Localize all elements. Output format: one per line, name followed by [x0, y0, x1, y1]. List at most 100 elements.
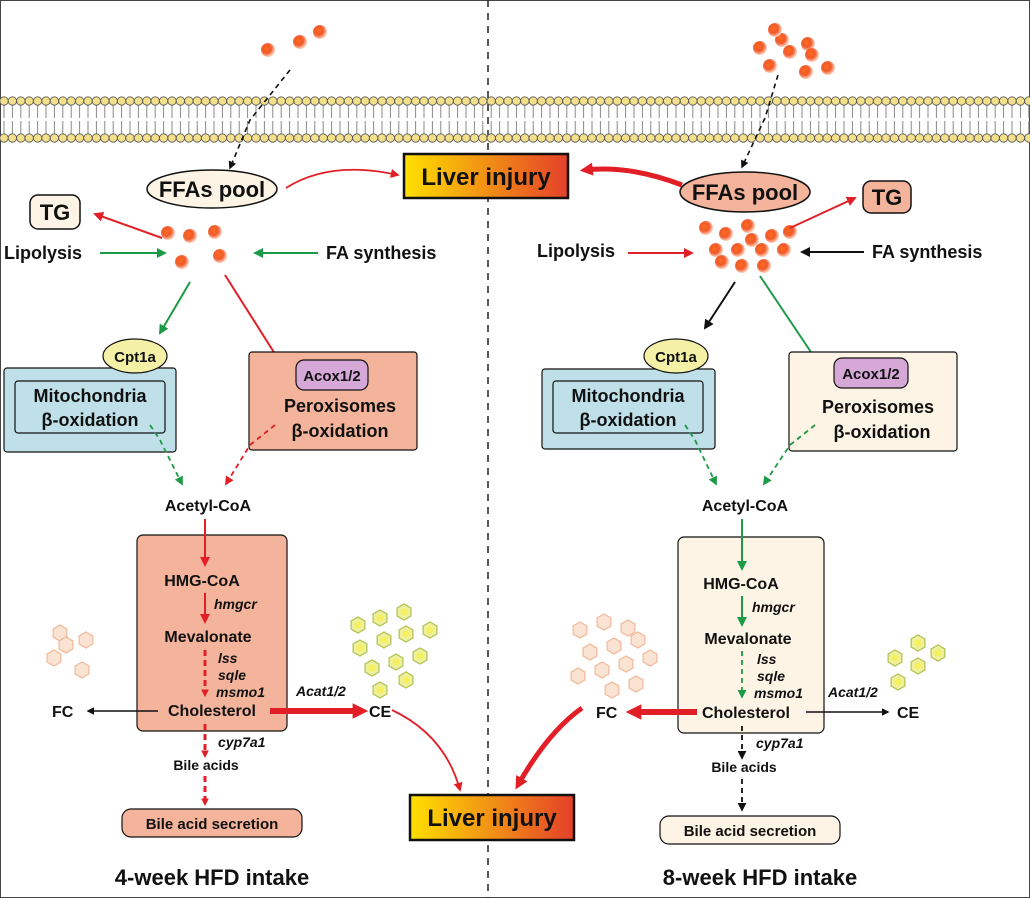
membrane-head — [805, 96, 816, 106]
peroxisomes-beta-label-right: β-oxidation — [834, 422, 931, 442]
arrow-to-mitochondria-left — [158, 281, 191, 335]
mitochondria-label-left: Mitochondria — [34, 386, 148, 406]
ffas-pool-right — [679, 171, 811, 213]
fc-label-right: FC — [596, 705, 618, 722]
membrane-head — [982, 96, 992, 106]
mevalonate-label-left: Mevalonate — [164, 629, 251, 646]
membrane-head — [780, 133, 790, 143]
left-panel: FFAs pool TG Lipolysis FA synthesis Mito… — [3, 69, 463, 890]
msmo1-label-left: msmo1 — [216, 684, 265, 700]
membrane-head — [226, 96, 236, 106]
membrane-head — [612, 96, 622, 106]
membrane-head — [419, 96, 429, 106]
membrane-head — [159, 133, 169, 143]
mitochondria-inner-right — [552, 380, 704, 434]
membrane-head — [301, 133, 311, 143]
ffa-droplet — [783, 225, 797, 239]
membrane-head — [872, 133, 883, 143]
ffa-uptake-arrow-left — [228, 69, 291, 170]
membrane-head — [83, 96, 93, 106]
membrane-head — [444, 96, 454, 106]
membrane-head — [998, 96, 1009, 106]
lipolysis-label-left: Lipolysis — [4, 243, 82, 263]
membrane-head — [620, 133, 631, 143]
membrane-head — [772, 96, 782, 106]
membrane-head — [478, 96, 488, 106]
membrane-head — [32, 133, 43, 143]
membrane-head — [326, 133, 337, 143]
membrane-head — [385, 133, 395, 143]
membrane-head — [746, 133, 757, 143]
membrane-head — [1024, 96, 1030, 106]
hexagon-molecule — [582, 643, 598, 661]
membrane-head — [494, 133, 505, 143]
membrane-head — [117, 133, 127, 143]
arrow-to-mitochondria-right — [703, 281, 736, 330]
membrane-head — [881, 133, 891, 143]
membrane-head — [201, 96, 211, 106]
ffa-droplet — [161, 226, 175, 240]
hexagon-core — [914, 662, 922, 670]
membrane-head — [553, 133, 564, 143]
membrane-head — [209, 96, 219, 106]
ffa-droplet — [757, 259, 771, 273]
membrane-head — [452, 96, 463, 106]
membrane-head — [587, 133, 597, 143]
membrane-head — [75, 133, 85, 143]
hexagon-core — [426, 626, 434, 634]
membrane-head — [217, 96, 227, 106]
hexagon-core — [894, 678, 902, 686]
membrane-head — [251, 133, 261, 143]
membrane-head — [595, 133, 606, 143]
membrane-head — [940, 133, 950, 143]
membrane-head — [536, 96, 547, 106]
bile-acids-label-left: Bile acids — [173, 757, 239, 773]
hexagon-molecule — [74, 661, 90, 679]
hexagon-molecule — [46, 649, 62, 667]
hexagon-molecule — [606, 637, 622, 655]
membrane-head — [923, 133, 933, 143]
membrane-head — [772, 133, 782, 143]
membrane-head — [461, 133, 471, 143]
membrane-head — [696, 133, 706, 143]
membrane-head — [604, 96, 614, 106]
ffa-droplet — [745, 233, 759, 247]
membrane-head — [32, 96, 43, 106]
cholesterol-synthesis-box-left — [136, 534, 288, 732]
membrane-head — [797, 133, 807, 143]
ffa-droplet — [183, 229, 197, 243]
membrane-head — [847, 133, 858, 143]
membrane-head — [578, 96, 589, 106]
mitochondria-beta-label-right: β-oxidation — [580, 410, 677, 430]
membrane-head — [721, 133, 732, 143]
membrane-head — [0, 96, 9, 106]
membrane-head — [788, 133, 799, 143]
membrane-head — [301, 96, 311, 106]
membrane-head — [83, 133, 93, 143]
ffa-droplet — [799, 65, 813, 79]
ffa-droplets — [161, 23, 835, 273]
ffa-droplet — [763, 59, 777, 73]
membrane-head — [268, 96, 278, 106]
membrane-head — [780, 96, 790, 106]
membrane-head — [721, 96, 732, 106]
membrane-head — [763, 133, 774, 143]
membrane-head — [1007, 96, 1017, 106]
membrane-head — [612, 133, 622, 143]
hexagon-core — [392, 658, 400, 666]
membrane-head — [713, 96, 723, 106]
cholesterol-label-right: Cholesterol — [702, 705, 790, 722]
msmo1-label-right: msmo1 — [754, 685, 803, 701]
membrane-head — [201, 133, 211, 143]
membrane-head — [520, 133, 530, 143]
hexagon-molecule — [596, 613, 612, 631]
membrane-head — [410, 96, 421, 106]
membrane-head — [948, 133, 958, 143]
membrane-head — [847, 96, 858, 106]
ffa-droplet — [261, 43, 275, 57]
membrane-head — [293, 133, 303, 143]
acox-badge-left — [295, 359, 369, 391]
membrane-head — [730, 133, 740, 143]
membrane-head — [293, 96, 303, 106]
membrane-head — [117, 96, 127, 106]
